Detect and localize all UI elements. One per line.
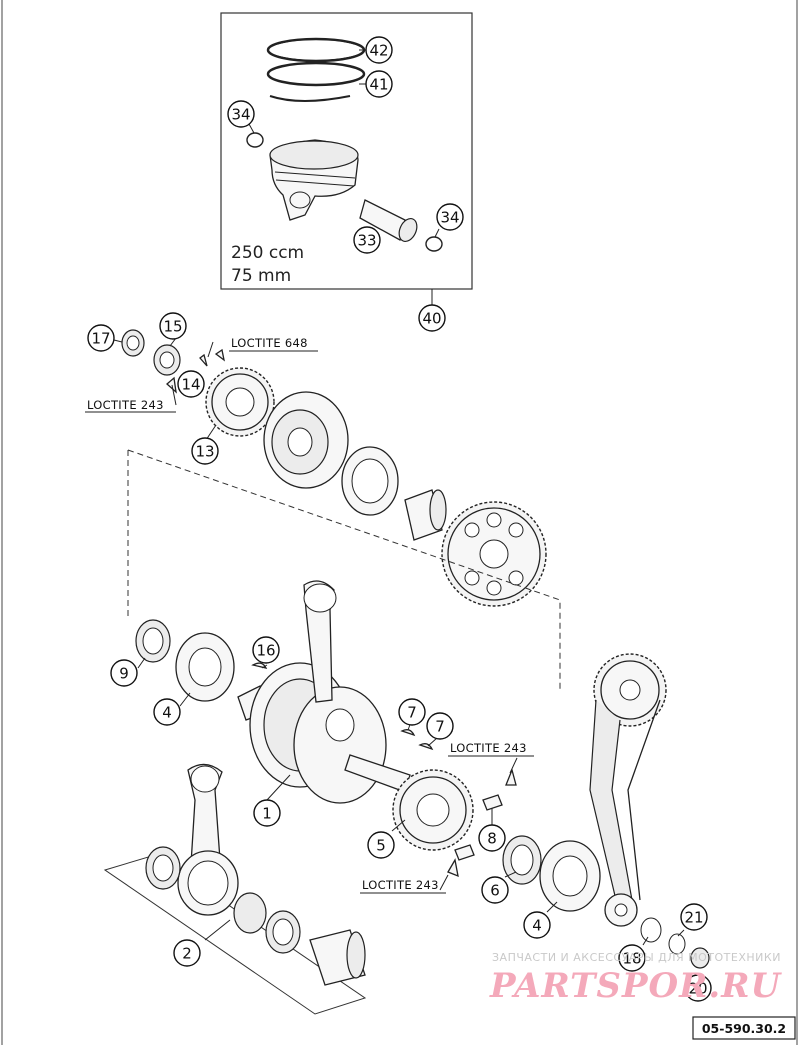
- callout-7-left: 7: [398, 698, 426, 726]
- loctite-243-note-gear: LOCTITE 243: [450, 741, 527, 755]
- seal-ring-6: [502, 835, 542, 885]
- primary-drive-gear: [441, 501, 547, 607]
- svg-text:7: 7: [407, 704, 417, 722]
- washers-18-21: [640, 917, 710, 969]
- seal-ring-9: [135, 619, 171, 663]
- svg-text:33: 33: [357, 232, 376, 250]
- callout-17: 17: [87, 324, 115, 352]
- svg-text:17: 17: [91, 330, 110, 348]
- callout-20: 20: [684, 974, 712, 1002]
- callout-7-right: 7: [426, 712, 454, 740]
- callout-9: 9: [110, 659, 138, 687]
- svg-text:2: 2: [182, 945, 192, 963]
- callout-34-right: 34: [436, 203, 464, 231]
- svg-text:4: 4: [532, 917, 542, 935]
- crankshaft-1: [237, 580, 411, 804]
- svg-text:14: 14: [181, 376, 200, 394]
- primary-drive-ring: [341, 446, 399, 516]
- piston-pin-circlip-left: [246, 132, 264, 148]
- callout-14: 14: [177, 370, 205, 398]
- callout-13: 13: [191, 437, 219, 465]
- callout-18: 18: [618, 944, 646, 972]
- svg-text:6: 6: [490, 882, 500, 900]
- bearing-15: [153, 344, 181, 376]
- svg-text:34: 34: [231, 106, 250, 124]
- piston-kit-box: 250 ccm 75 mm: [220, 12, 473, 305]
- main-bearing-4-right: [539, 840, 601, 912]
- piston-pin-circlip-right: [425, 236, 443, 252]
- callout-34-left: 34: [227, 100, 255, 128]
- balancer-shaft-disc: [263, 391, 349, 489]
- screws-8: [447, 767, 517, 878]
- piston-ring-top: [266, 37, 366, 63]
- callout-2: 2: [173, 939, 201, 967]
- loctite-243-note-screw: LOCTITE 243: [362, 878, 439, 892]
- callout-6: 6: [481, 876, 509, 904]
- svg-text:1: 1: [262, 805, 272, 823]
- balancer-gear-13: [205, 367, 275, 437]
- svg-text:13: 13: [195, 443, 214, 461]
- diagram-reference-box: 05-590.30.2: [692, 1016, 796, 1040]
- crank-gear-5: [392, 769, 474, 851]
- woodruff-keys-7: [400, 729, 434, 751]
- callout-33: 33: [353, 226, 381, 254]
- svg-text:16: 16: [256, 642, 275, 660]
- callout-1: 1: [253, 799, 281, 827]
- svg-text:8: 8: [487, 830, 497, 848]
- woodruff-key-16: [251, 662, 268, 669]
- svg-text:9: 9: [119, 665, 129, 683]
- watermark-tagline: ЗАПЧАСТИ И АКСЕССУАРЫ ДЛЯ МОТОТЕХНИКИ: [492, 951, 781, 964]
- callout-15: 15: [159, 312, 187, 340]
- callout-4-right: 4: [523, 911, 551, 939]
- displacement-spec: 250 ccm: [231, 243, 304, 263]
- loctite-243-note-balancer: LOCTITE 243: [87, 398, 164, 412]
- callout-16: 16: [252, 636, 280, 664]
- svg-text:05-590.30.2: 05-590.30.2: [702, 1021, 786, 1036]
- bore-spec: 75 mm: [231, 266, 291, 286]
- pin-14: [166, 348, 225, 394]
- svg-text:34: 34: [440, 209, 459, 227]
- svg-text:21: 21: [684, 909, 703, 927]
- svg-text:15: 15: [163, 318, 182, 336]
- callout-41: 41: [365, 70, 393, 98]
- svg-text:7: 7: [435, 718, 445, 736]
- main-bearing-4-left: [175, 632, 235, 702]
- piston-ring-oil: [269, 95, 351, 102]
- timing-chain-sprocket: [589, 653, 667, 927]
- svg-text:5: 5: [376, 837, 386, 855]
- piston-pin: [359, 199, 418, 242]
- loctite-648-note: LOCTITE 648: [231, 336, 308, 350]
- svg-text:41: 41: [369, 76, 388, 94]
- svg-text:18: 18: [622, 950, 641, 968]
- svg-text:4: 4: [162, 704, 172, 722]
- callout-5: 5: [367, 831, 395, 859]
- needle-sleeve: [404, 489, 447, 541]
- svg-text:40: 40: [422, 310, 441, 328]
- leader-lines: [85, 49, 685, 946]
- bearing-17: [121, 329, 145, 357]
- svg-text:42: 42: [369, 42, 388, 60]
- piston-ring-middle: [266, 61, 366, 87]
- callout-21: 21: [680, 903, 708, 931]
- piston: [269, 139, 359, 221]
- callout-4-left: 4: [153, 698, 181, 726]
- callout-42: 42: [365, 36, 393, 64]
- watermark-brand: PARTSPOR.RU: [489, 966, 783, 1006]
- callout-8: 8: [478, 824, 506, 852]
- connecting-rod-kit-2: [103, 763, 367, 1015]
- callout-40: 40: [418, 304, 446, 332]
- svg-text:20: 20: [688, 980, 707, 998]
